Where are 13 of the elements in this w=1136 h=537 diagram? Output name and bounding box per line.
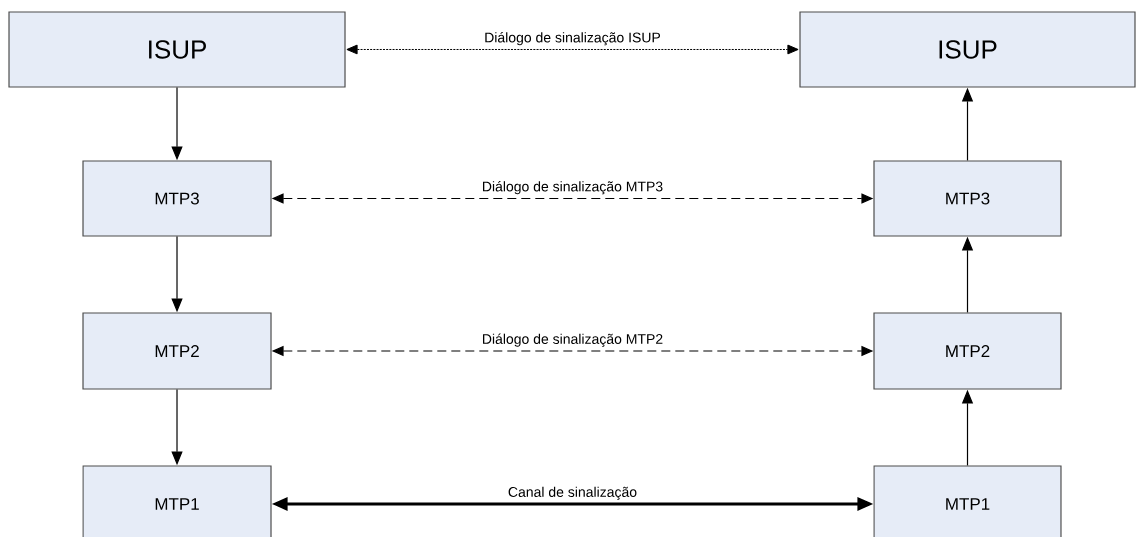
layer-box: MTP3: [873, 160, 1062, 237]
arrow: [346, 44, 799, 55]
layer-box: MTP1: [873, 465, 1062, 537]
layer-box: MTP2: [82, 312, 272, 390]
layer-box: ISUP: [799, 11, 1136, 88]
layer-box: MTP3: [82, 160, 272, 237]
layer-box: MTP1: [82, 465, 272, 537]
layer-box: MTP2: [873, 312, 1062, 390]
layer-box: ISUP: [8, 11, 346, 88]
edge-label: Canal de sinalização: [506, 485, 639, 501]
edge-label: Diálogo de sinalização ISUP: [483, 31, 662, 47]
edge-label: Diálogo de sinalização MTP3: [480, 180, 665, 196]
edge-label: Diálogo de sinalização MTP2: [480, 332, 665, 348]
